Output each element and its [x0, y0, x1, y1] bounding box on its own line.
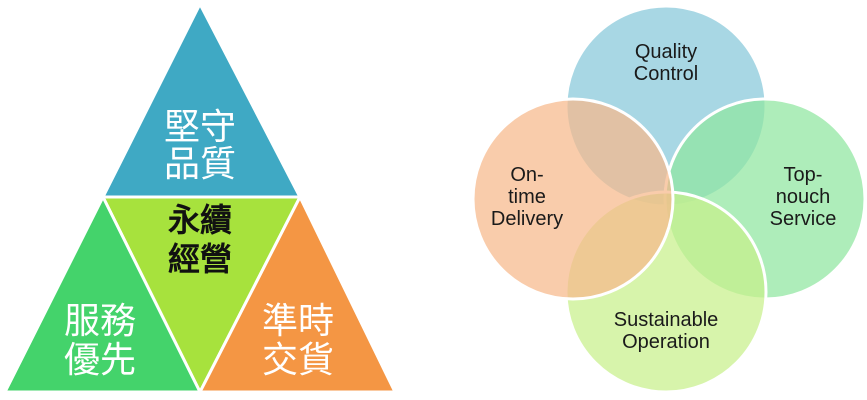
venn-label-sustain-line2: Operation	[622, 331, 710, 353]
venn-label-quality-line2: Control	[634, 63, 698, 85]
venn-label-service-line3: Service	[770, 208, 837, 230]
venn-label-sustain-line1: Sustainable	[614, 309, 719, 331]
triangle-diagram: 堅守 品質 永續 經營 服務 優先 準時 交貨	[2, 0, 398, 396]
venn-circle-delivery	[471, 97, 675, 301]
triangle-left-label-line1: 服務	[64, 301, 136, 342]
venn-label-service-line2: nouch	[776, 186, 831, 208]
triangle-left	[2, 193, 203, 394]
triangle-top-label-line1: 堅守	[164, 107, 236, 148]
venn-label-delivery-line3: Delivery	[491, 208, 563, 230]
triangle-left-label-line2: 優先	[64, 340, 136, 381]
triangle-top-label-line2: 品質	[164, 144, 236, 185]
venn-label-quality-line1: Quality	[635, 41, 697, 63]
triangle-center-label-line2: 經營	[168, 240, 232, 278]
venn-label-delivery-line1: On-	[510, 164, 543, 186]
venn-diagram: Quality Control Top- nouch Service Susta…	[471, 4, 867, 394]
triangle-center-label-line1: 永續	[168, 201, 232, 239]
triangle-right-label-line2: 交貨	[262, 340, 334, 381]
venn-label-service-line1: Top-	[784, 164, 823, 186]
triangle-right-label-line1: 準時	[262, 301, 334, 342]
triangle-right	[197, 193, 398, 394]
venn-label-delivery-line2: time	[508, 186, 546, 208]
